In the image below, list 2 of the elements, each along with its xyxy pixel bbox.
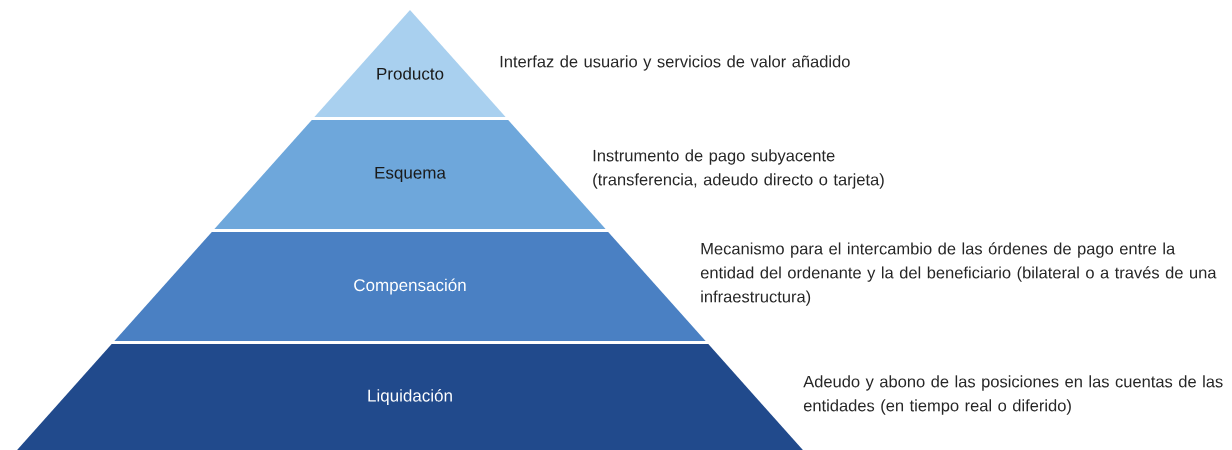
pyramid-layer: Liquidación [17, 344, 803, 450]
layer-description: Adeudo y abono de las posiciones en las cuentas de las entidades (en tiempo real o diferido) [803, 375, 1223, 415]
